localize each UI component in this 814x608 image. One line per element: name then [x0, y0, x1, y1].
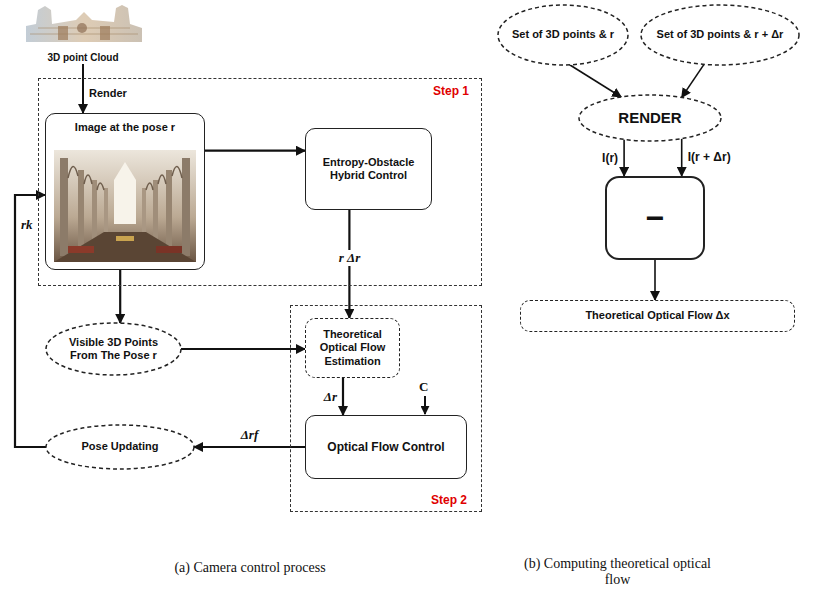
step-label: Step 1: [433, 84, 469, 98]
node-text: RENDER: [593, 109, 708, 127]
connector-arrow: [181, 348, 305, 350]
step-group: Step 2 Theoretical Optical Flow Estimatio…: [290, 305, 482, 512]
connector-arrow: [119, 270, 121, 323]
edge-label: I(r): [602, 151, 618, 165]
connector-arrow: [194, 446, 305, 448]
ellipse-shape: [498, 5, 628, 65]
node-text: Image at the pose r: [75, 121, 175, 134]
connector-arrow: [205, 150, 305, 152]
ellipse-shape: [46, 425, 194, 469]
data-ellipse: Visible 3D Points From The Pose r: [45, 322, 182, 376]
caption: (b) Computing theoretical optical flow: [515, 556, 720, 588]
edge-label: Δr: [324, 389, 337, 405]
node-text: Theoretical Optical Flow Δx: [585, 309, 729, 322]
point-cloud-illustration: [18, 4, 148, 44]
connector-arrow: [342, 378, 344, 415]
node-text: Set of 3D points & r + Δr: [656, 28, 784, 41]
node-text: Entropy-Obstacle Hybrid Control: [312, 156, 425, 182]
connector-arrow: [682, 64, 704, 97]
process-box: Theoretical Optical Flow Estimation: [305, 318, 400, 378]
node-text: 3D point Cloud: [47, 52, 118, 64]
data-ellipse: Set of 3D points & r + Δr: [640, 4, 800, 66]
result-box: Theoretical Optical Flow Δx: [520, 300, 795, 332]
connector-arrow: [654, 260, 656, 300]
data-ellipse: Set of 3D points & r: [497, 4, 629, 66]
connector-arrow: [623, 139, 625, 176]
edge-label: Render: [89, 87, 127, 99]
ellipse-shape: [579, 95, 721, 141]
step-group: Step 1 Image at the pose r Entropy-Obstacl…: [38, 78, 482, 286]
step-label: Step 2: [431, 493, 467, 507]
cathedral-photo: [54, 150, 196, 262]
node-text: Theoretical Optical Flow Estimation: [312, 328, 393, 368]
image-box: Image at the pose r: [45, 113, 205, 270]
edge-label: r Δr: [336, 250, 364, 266]
input-arrow: [424, 396, 426, 414]
caption: (a) Camera control process: [120, 560, 380, 576]
connector-arrow: [82, 64, 84, 113]
point-cloud: 3D point Cloud: [18, 4, 148, 64]
node-text: −: [646, 199, 665, 237]
edge-label: Δrf: [241, 427, 259, 443]
data-ellipse: Pose Updating: [45, 424, 195, 470]
edge-label: rk: [21, 217, 33, 233]
connector-arrow: [570, 65, 622, 97]
connector-arrow: [681, 139, 683, 176]
node-text: Set of 3D points & r: [510, 28, 616, 41]
input-label: C: [419, 379, 428, 395]
node-text: Optical Flow Control: [327, 440, 444, 454]
operator-box: −: [605, 176, 705, 260]
process-box: Entropy-Obstacle Hybrid Control: [305, 128, 432, 210]
edge-label: I(r + Δr): [688, 150, 731, 164]
connector-arrow: [15, 195, 46, 447]
render-ellipse: RENDER: [578, 94, 722, 142]
node-text: Pose Updating: [60, 440, 180, 453]
ellipse-shape: [641, 5, 799, 65]
node-text: Visible 3D Points From The Pose r: [59, 336, 169, 362]
process-box: Optical Flow Control: [305, 415, 467, 479]
ellipse-shape: [46, 323, 181, 375]
